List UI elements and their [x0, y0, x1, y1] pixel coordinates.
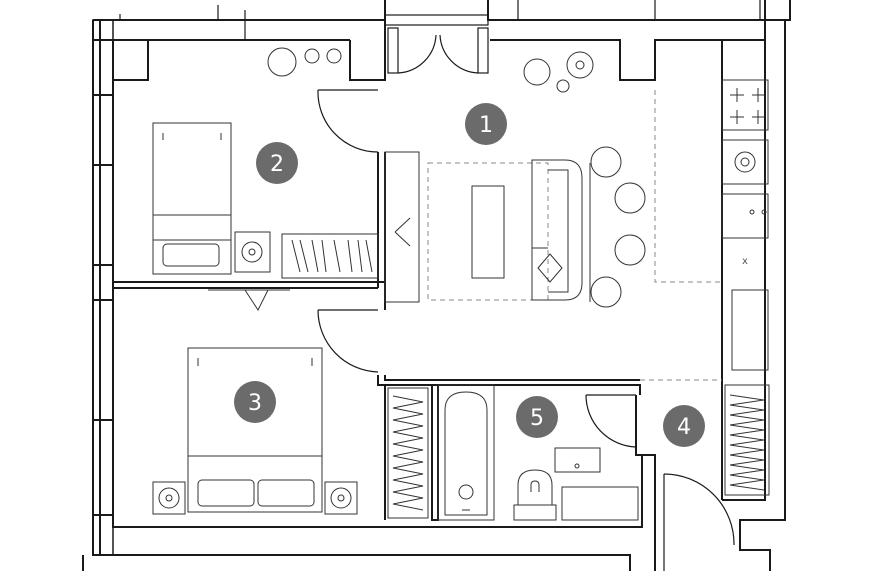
kitchen-zone [640, 90, 722, 381]
kitchen-mark: x [742, 256, 748, 267]
left-window-frame [92, 19, 114, 556]
room-badge-2: 2 [256, 142, 298, 184]
kitchen-equipment [721, 79, 770, 496]
svg-text:2: 2 [270, 152, 284, 177]
room-badge-5: 5 [516, 396, 558, 438]
svg-text:3: 3 [248, 391, 262, 416]
svg-text:1: 1 [479, 113, 493, 138]
svg-text:4: 4 [677, 415, 691, 440]
room2-furniture [152, 122, 379, 312]
room1-furniture [267, 47, 646, 308]
room-badge-3: 3 [234, 381, 276, 423]
room-badge-1: 1 [465, 103, 507, 145]
svg-text:5: 5 [530, 406, 544, 431]
top-window-frames [119, 0, 761, 40]
outer-walls [82, 0, 791, 571]
bathroom-fixtures [437, 384, 639, 521]
interior-walls [113, 40, 723, 521]
room-badge-4: 4 [663, 405, 705, 447]
room3-furniture [152, 347, 429, 519]
doors [317, 27, 735, 571]
